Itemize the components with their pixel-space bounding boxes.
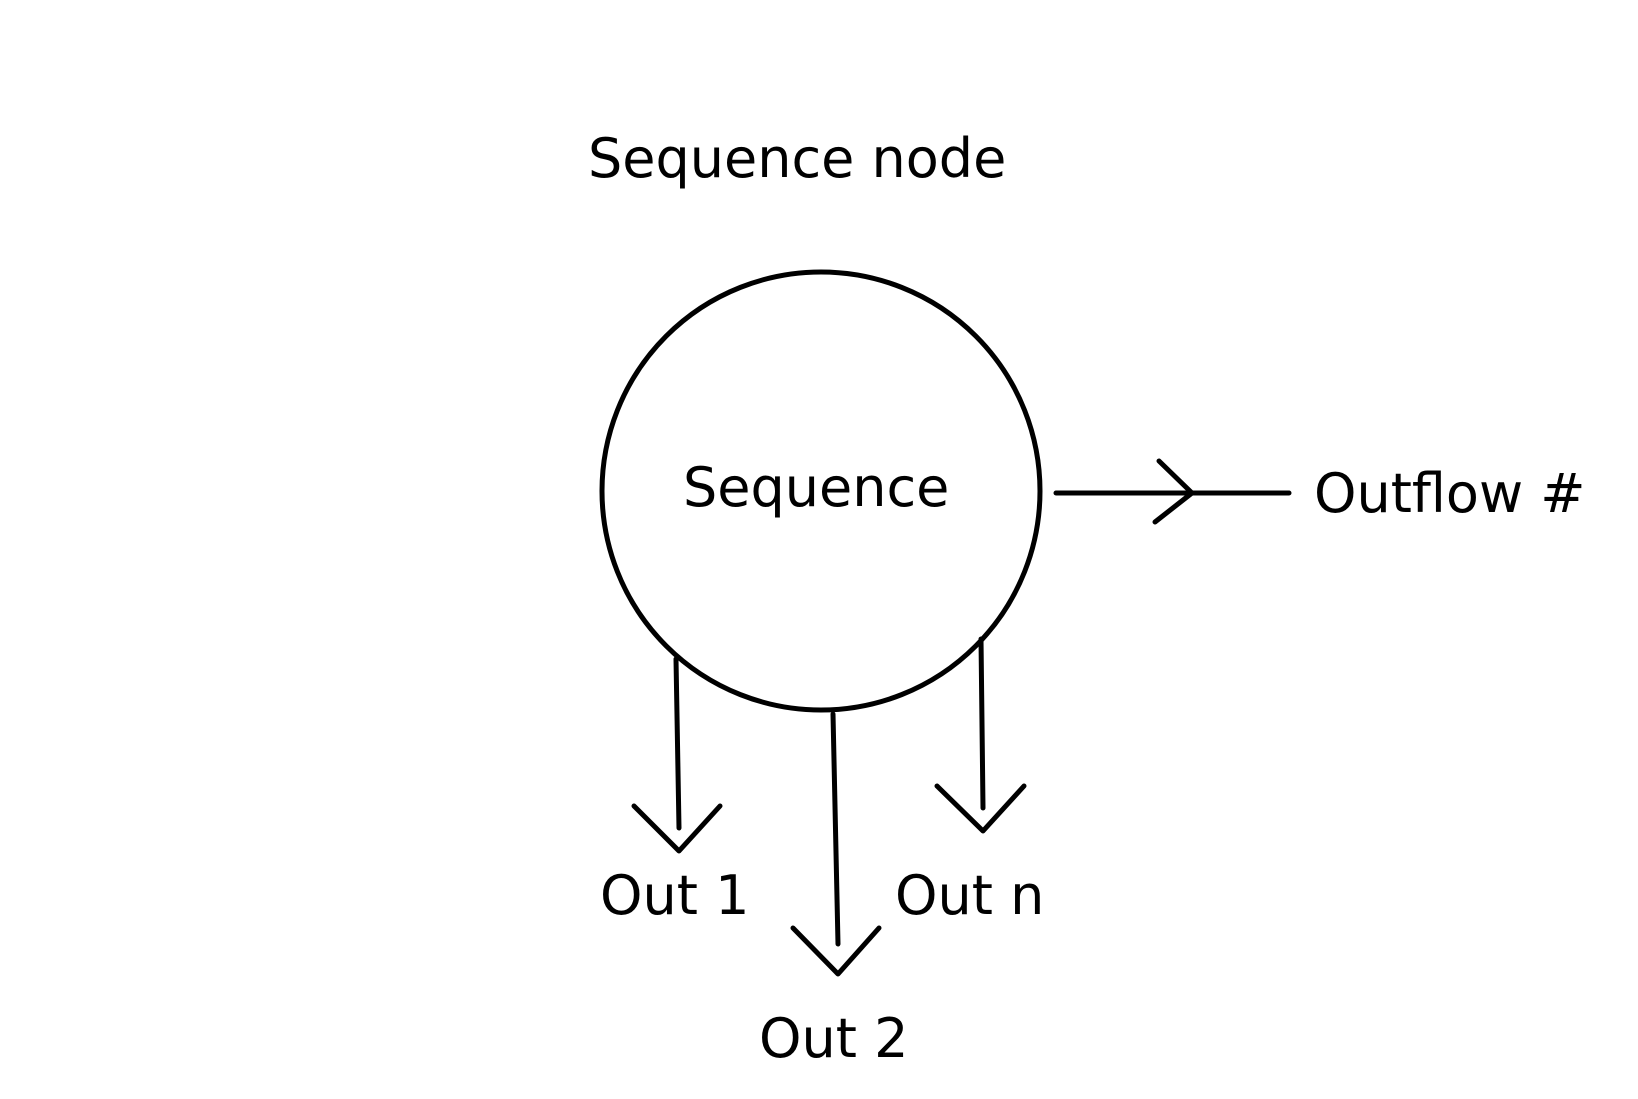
out1-label: Out 1 — [600, 864, 749, 927]
out2-label: Out 2 — [759, 1007, 908, 1070]
outn-label: Out n — [895, 864, 1044, 927]
out2-arrow — [790, 711, 882, 977]
diagram-title: Sequence node — [588, 127, 1006, 190]
outflow-arrow — [1053, 458, 1292, 525]
sequence-node-circle — [599, 269, 1043, 713]
outflow-label: Outflow # — [1314, 462, 1586, 525]
sequence-node-label: Sequence — [683, 456, 949, 519]
out1-arrow — [631, 656, 723, 854]
outn-arrow — [934, 636, 1027, 834]
